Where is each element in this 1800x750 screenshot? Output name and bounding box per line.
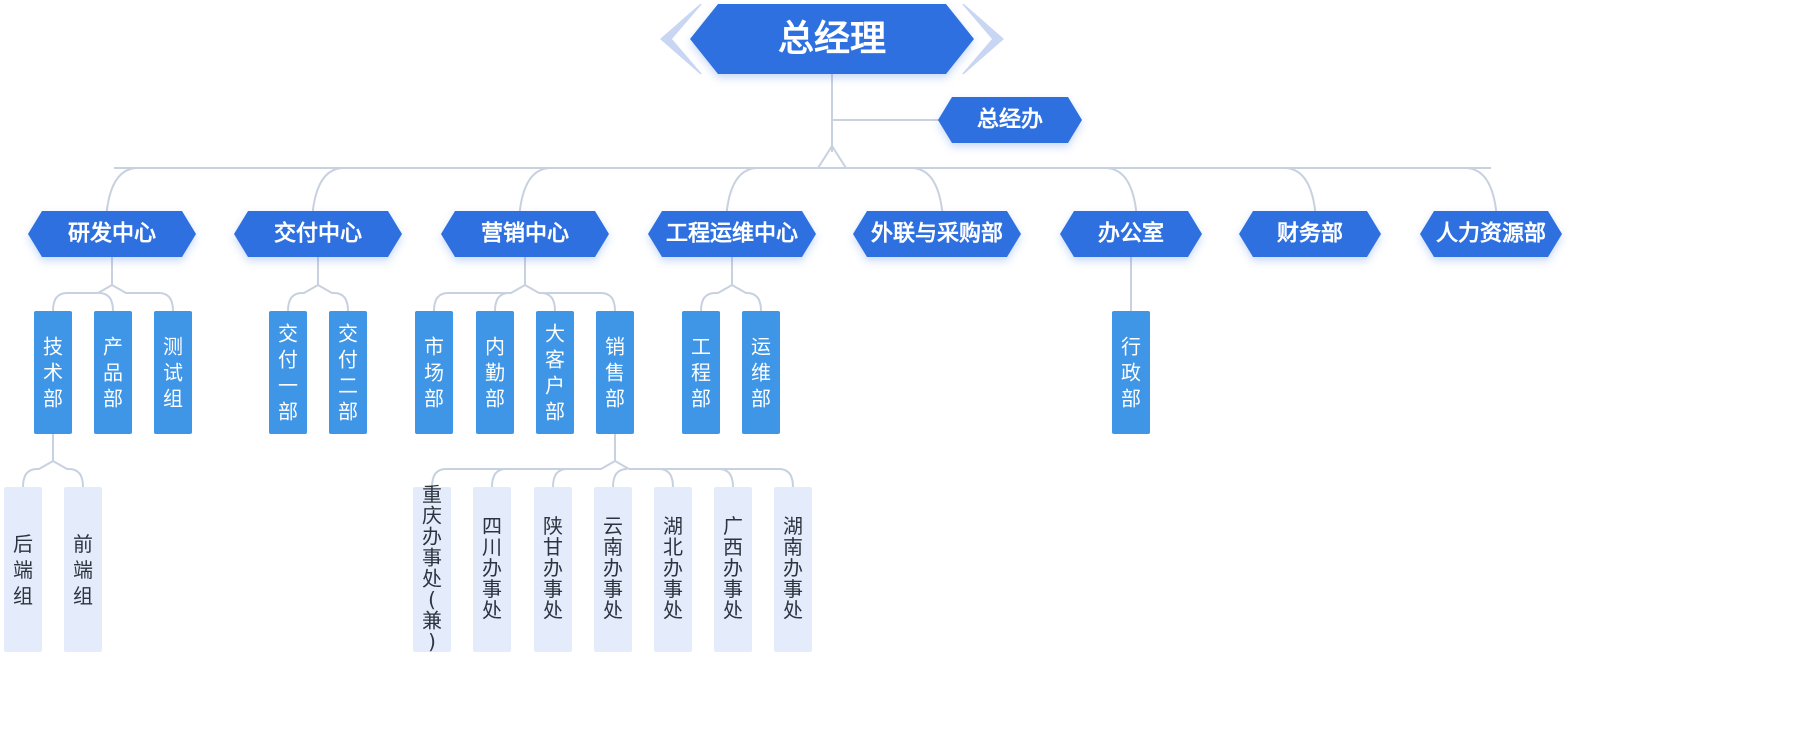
sub-department-label: 交付一部 — [278, 322, 298, 424]
connector — [287, 283, 349, 312]
team-label: 后端组 — [13, 532, 33, 608]
department-node[interactable] — [441, 211, 609, 257]
sub-department-node[interactable] — [415, 311, 453, 434]
connector — [22, 459, 84, 488]
office-label: 湖南办事处 — [783, 514, 803, 622]
sub-department-node[interactable] — [269, 311, 307, 434]
office-label: 云南办事处 — [603, 514, 623, 622]
connector — [433, 283, 616, 312]
sub-department-node[interactable] — [1112, 311, 1150, 434]
connector-lines — [22, 74, 1498, 488]
connector — [98, 292, 114, 312]
department-node[interactable] — [648, 211, 816, 257]
staff-office-label: 总经办 — [977, 107, 1043, 133]
connector — [540, 292, 556, 312]
staff-office-node[interactable] — [938, 97, 1082, 143]
sub-department-label: 测试组 — [163, 335, 183, 411]
connector — [725, 167, 759, 212]
connector — [105, 167, 139, 212]
sub-department-node[interactable] — [94, 311, 132, 434]
team-label: 前端组 — [73, 532, 93, 608]
sub-department-node[interactable] — [329, 311, 367, 434]
office-label: 四川办事处 — [482, 514, 502, 622]
sub-department-node[interactable] — [34, 311, 72, 434]
department-label: 交付中心 — [274, 221, 362, 247]
sub-department-node[interactable] — [154, 311, 192, 434]
connector — [658, 468, 674, 488]
sub-department-node[interactable] — [536, 311, 574, 434]
department-node[interactable] — [853, 211, 1021, 257]
department-label: 人力资源部 — [1436, 221, 1546, 247]
sub-department-label: 产品部 — [103, 335, 123, 411]
root-node[interactable] — [690, 4, 974, 74]
department-node[interactable] — [28, 211, 196, 257]
office-label: 湖北办事处 — [663, 514, 683, 622]
department-label: 财务部 — [1277, 221, 1343, 247]
connector — [718, 468, 734, 488]
office-node[interactable] — [654, 487, 692, 652]
connector — [612, 468, 628, 488]
department-label: 办公室 — [1098, 221, 1164, 247]
connector — [910, 167, 944, 212]
connector — [518, 167, 552, 212]
department-label: 研发中心 — [68, 221, 156, 247]
department-node[interactable] — [234, 211, 402, 257]
connector — [311, 167, 345, 212]
connector — [552, 468, 568, 488]
sub-department-label: 交付二部 — [338, 322, 358, 424]
connector — [817, 142, 847, 169]
office-node[interactable] — [473, 487, 511, 652]
connector — [431, 459, 794, 488]
sub-department-node[interactable] — [596, 311, 634, 434]
sub-department-label: 销售部 — [605, 335, 625, 411]
sub-department-label: 市场部 — [424, 335, 444, 411]
team-node[interactable] — [4, 487, 42, 652]
department-node[interactable] — [1060, 211, 1202, 257]
office-node[interactable] — [774, 487, 812, 652]
sub-department-node[interactable] — [682, 311, 720, 434]
office-node[interactable] — [534, 487, 572, 652]
department-label: 外联与采购部 — [871, 221, 1003, 247]
connector — [1464, 167, 1498, 212]
team-node[interactable] — [64, 487, 102, 652]
sub-department-label: 工程部 — [691, 335, 711, 411]
department-node[interactable] — [1239, 211, 1381, 257]
department-label: 工程运维中心 — [666, 221, 798, 247]
sub-department-label: 运维部 — [751, 335, 771, 411]
root-label: 总经理 — [778, 19, 886, 60]
connector — [491, 468, 507, 488]
sub-department-label: 大客户部 — [545, 322, 565, 424]
department-label: 营销中心 — [481, 222, 569, 247]
office-node[interactable] — [413, 487, 451, 652]
office-label: 广西办事处 — [723, 514, 743, 622]
connector — [1104, 167, 1138, 212]
sub-department-label: 内勤部 — [485, 335, 505, 411]
sub-department-label: 行政部 — [1121, 335, 1141, 411]
office-node[interactable] — [594, 487, 632, 652]
connector — [52, 283, 174, 312]
office-node[interactable] — [714, 487, 752, 652]
office-label: 陕甘办事处 — [543, 514, 563, 622]
connector — [700, 283, 762, 312]
connector — [494, 292, 510, 312]
connector — [1283, 167, 1317, 212]
sub-department-label: 技术部 — [43, 335, 63, 411]
sub-department-node[interactable] — [476, 311, 514, 434]
office-label: 重庆办事处(兼) — [422, 483, 442, 654]
sub-department-node[interactable] — [742, 311, 780, 434]
department-node[interactable] — [1420, 211, 1562, 257]
